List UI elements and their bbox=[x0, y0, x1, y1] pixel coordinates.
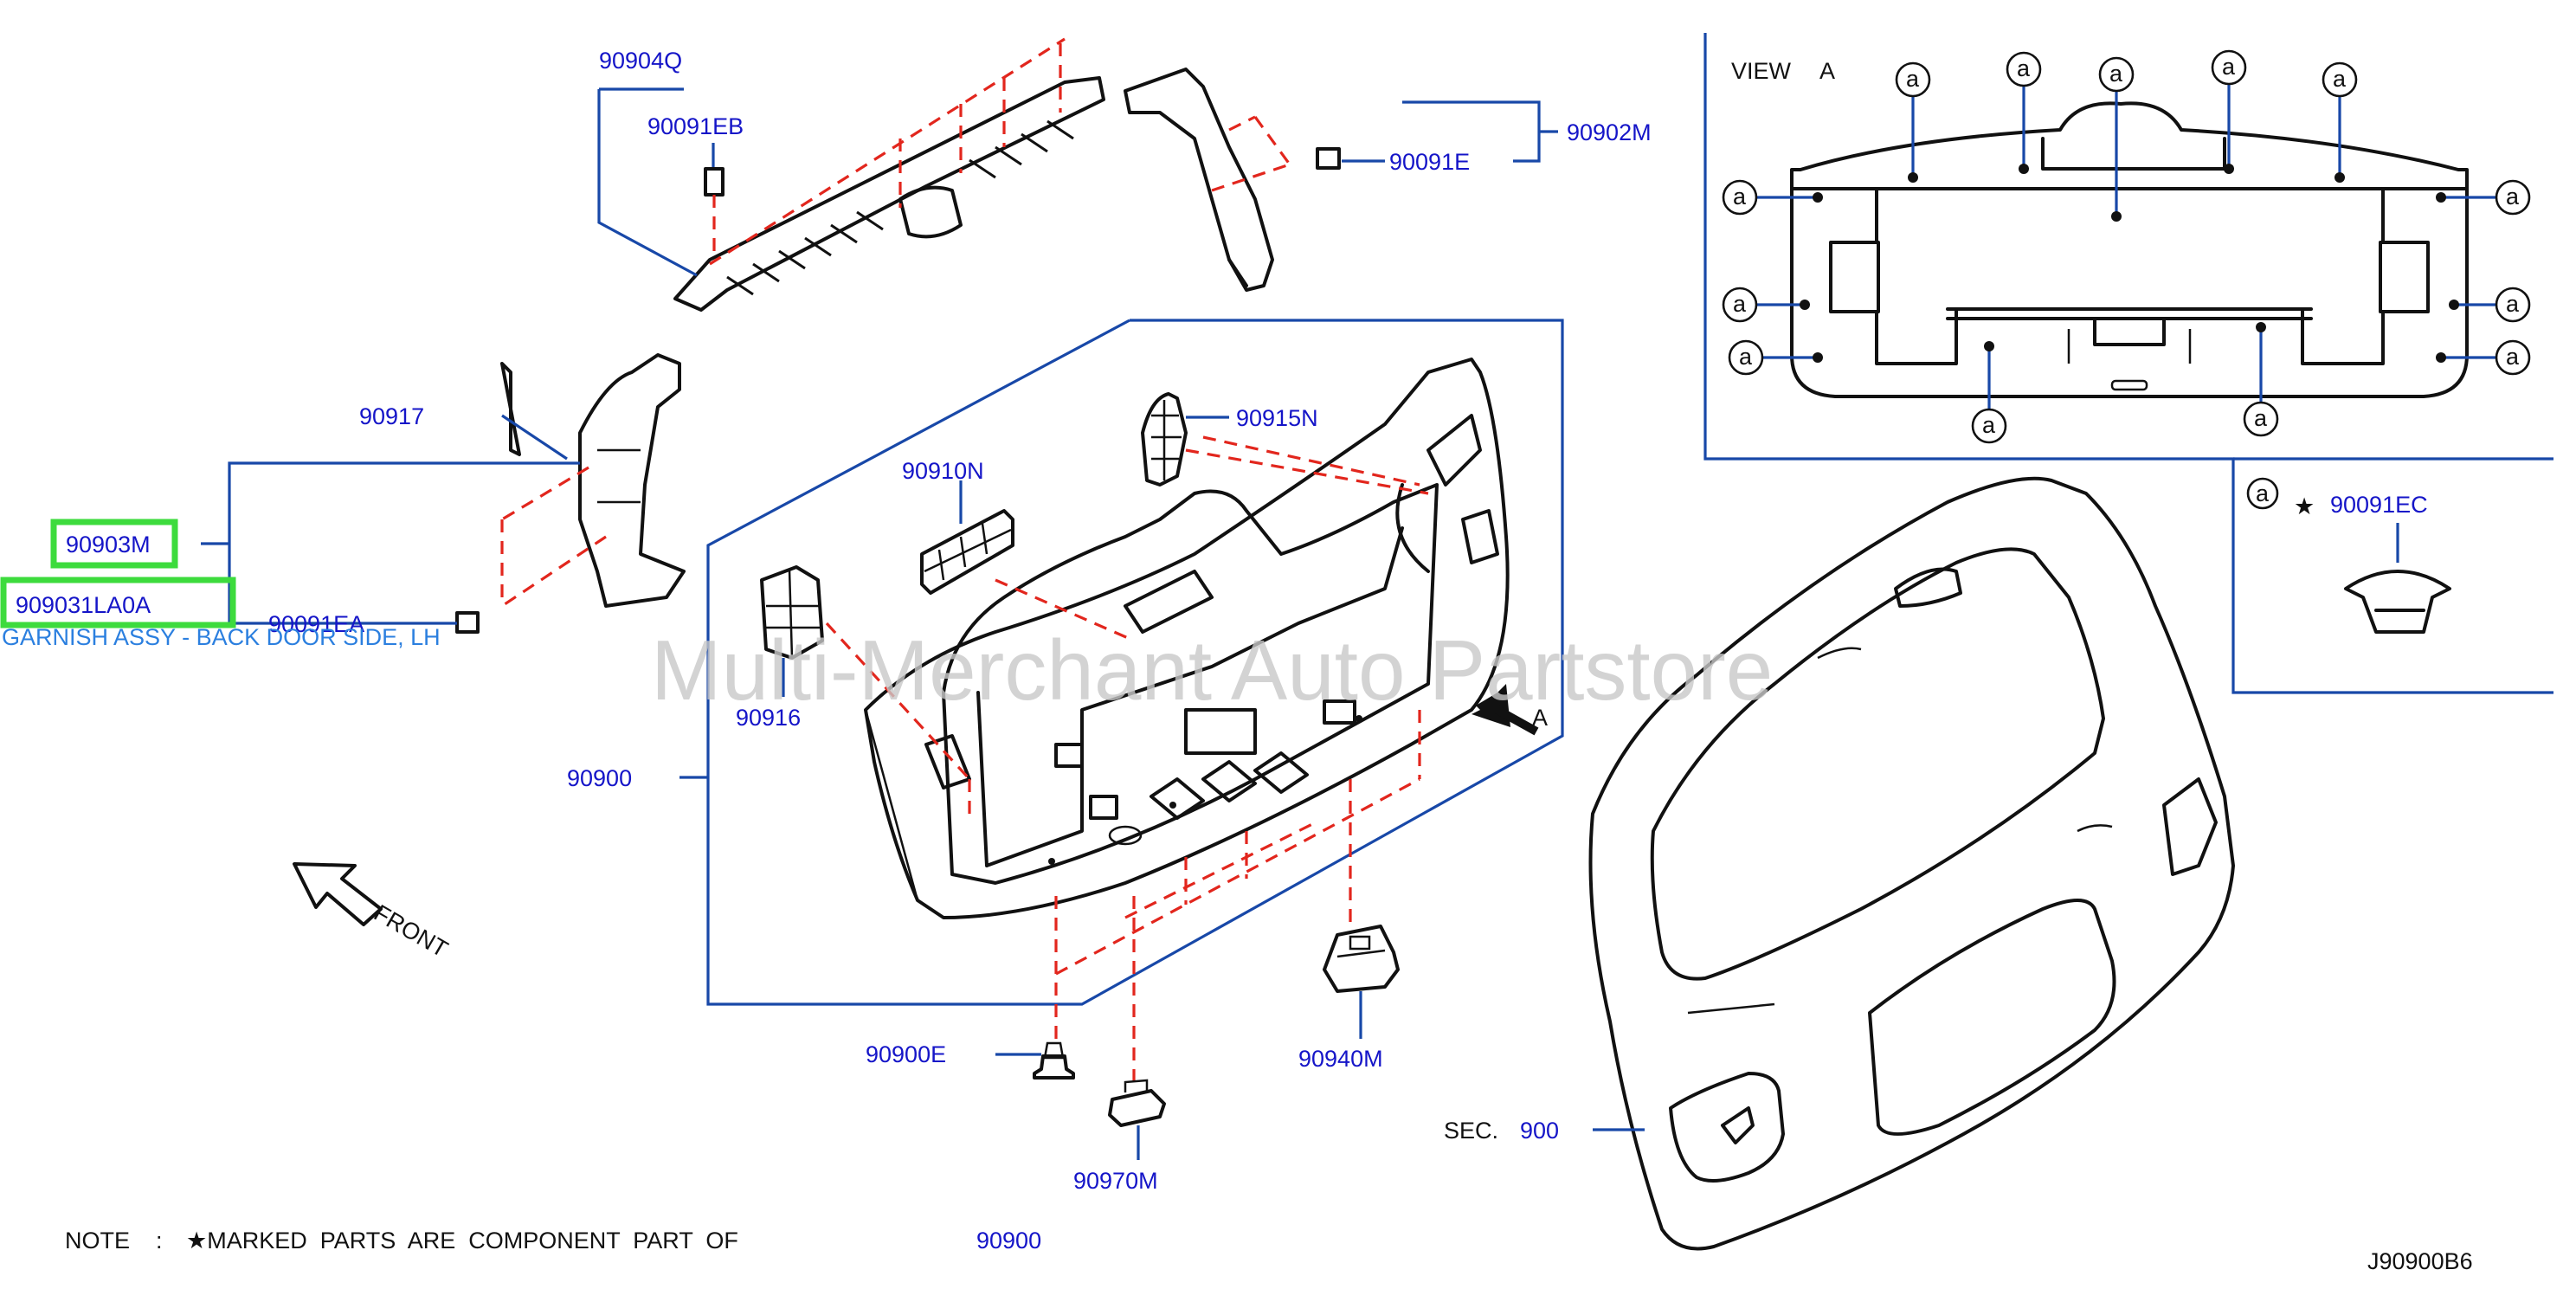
note-part[interactable]: 90900 bbox=[976, 1228, 1041, 1254]
note-prefix: NOTE bbox=[65, 1228, 130, 1254]
part-90900e-drawing bbox=[1033, 1041, 1075, 1080]
note-text: ★MARKED PARTS ARE COMPONENT PART OF bbox=[186, 1228, 738, 1254]
view-arrow-letter: A bbox=[1532, 705, 1548, 731]
clip-point bbox=[1813, 352, 1823, 363]
view-a-markers: a a a a a a a a a a a a a bbox=[1722, 49, 2531, 444]
clip-marker-letter: a bbox=[1739, 344, 1753, 370]
label-90915n: 90915N bbox=[1236, 405, 1318, 431]
clip-marker-letter: a bbox=[2254, 405, 2268, 431]
label-90916: 90916 bbox=[736, 705, 801, 731]
label-90970m: 90970M bbox=[1073, 1168, 1158, 1194]
part-description-909031la0a: GARNISH ASSY - BACK DOOR SIDE, LH bbox=[2, 624, 441, 650]
part-90970m-drawing bbox=[1108, 1079, 1166, 1127]
clip-point bbox=[2224, 164, 2234, 174]
label-90091ec: 90091EC bbox=[2330, 492, 2428, 518]
clip-point bbox=[1813, 192, 1823, 203]
label-90903m[interactable]: 90903M bbox=[66, 532, 151, 557]
clip-point bbox=[1908, 172, 1918, 183]
clip-point bbox=[2436, 352, 2446, 363]
part-90904q-drawing bbox=[673, 37, 1105, 312]
clip-marker-letter: a bbox=[2017, 55, 2031, 81]
sec-number[interactable]: 900 bbox=[1520, 1118, 1559, 1144]
label-90904q: 90904Q bbox=[599, 48, 682, 74]
clip-marker-letter: a bbox=[2506, 184, 2520, 209]
diagram-code: J90900B6 bbox=[2367, 1248, 2473, 1274]
clip-point bbox=[2256, 322, 2266, 332]
clip-marker-a: a bbox=[2436, 339, 2531, 376]
label-90900e: 90900E bbox=[866, 1041, 946, 1067]
star-mark: ★ bbox=[2294, 493, 2315, 519]
label-90902m: 90902M bbox=[1567, 119, 1652, 145]
clip-point bbox=[1800, 300, 1810, 310]
label-90900: 90900 bbox=[567, 765, 632, 791]
clip-point bbox=[2019, 164, 2029, 174]
clip-marker-a: a bbox=[2322, 61, 2358, 183]
frame-90900 bbox=[706, 319, 1564, 1006]
view-a-frame bbox=[1703, 33, 2553, 694]
assembly-dashed-lines-90900 bbox=[825, 435, 1429, 1091]
view-a-drawing bbox=[1790, 101, 2469, 398]
part-90903m-drawing bbox=[455, 353, 686, 634]
part-90940m-drawing bbox=[1323, 925, 1400, 993]
clip-marker-letter: a bbox=[2109, 61, 2123, 87]
leader-90904q bbox=[597, 89, 698, 277]
clip-point bbox=[1984, 341, 1994, 351]
clip-marker-letter: a bbox=[2333, 66, 2347, 92]
clip-marker-letter: a bbox=[1733, 291, 1747, 317]
clip-marker-letter: a bbox=[1733, 184, 1747, 209]
highlight-909031la0a bbox=[0, 577, 236, 628]
clip-point bbox=[2111, 211, 2122, 222]
clip-marker-a: a bbox=[1722, 287, 1810, 323]
note-colon: : bbox=[156, 1228, 163, 1254]
sec-label: SEC. bbox=[1444, 1118, 1498, 1144]
clip-marker-letter: a bbox=[2506, 344, 2520, 370]
label-909031la0a[interactable]: 909031LA0A bbox=[16, 592, 151, 618]
clip-marker-letter: a bbox=[2506, 291, 2520, 317]
clip-90091ec-detail: a ★ 90091EC bbox=[2246, 477, 2451, 634]
clip-marker-a: a bbox=[2098, 56, 2135, 222]
part-90900-drawing bbox=[864, 358, 1510, 919]
part-90902m-drawing bbox=[1124, 68, 1341, 292]
leader-90903m bbox=[228, 461, 580, 623]
clip-marker-letter: a bbox=[2222, 54, 2236, 80]
front-arrow bbox=[293, 862, 383, 926]
highlight-90903m bbox=[50, 519, 178, 569]
clip-marker-a: a bbox=[2436, 179, 2531, 216]
view-a-title: VIEW bbox=[1731, 58, 1792, 84]
label-90091ea: 90091EA bbox=[268, 611, 364, 637]
label-90091e: 90091E bbox=[1389, 149, 1470, 175]
clip-point bbox=[2436, 192, 2446, 203]
clip-marker-a: a bbox=[2211, 49, 2247, 174]
clip-marker-a: a bbox=[1728, 339, 1823, 376]
label-90917: 90917 bbox=[359, 403, 424, 429]
clip-point bbox=[2334, 172, 2345, 183]
clip-marker-a: a bbox=[2243, 322, 2279, 437]
clip-marker-a: a bbox=[1971, 341, 2007, 444]
back-door-panel-drawing bbox=[1588, 476, 2235, 1251]
label-90940m: 90940M bbox=[1298, 1046, 1383, 1072]
part-90910n-drawing bbox=[920, 509, 1014, 595]
clip-detail-marker: a bbox=[2256, 480, 2270, 506]
clip-marker-a: a bbox=[2006, 51, 2042, 174]
clip-marker-a: a bbox=[2449, 287, 2531, 323]
label-90091eb: 90091EB bbox=[647, 113, 744, 139]
label-90910n: 90910N bbox=[902, 458, 984, 484]
view-arrow-a bbox=[1472, 684, 1539, 736]
clip-marker-a: a bbox=[1895, 61, 1931, 183]
part-90915n-drawing bbox=[1141, 392, 1188, 487]
clip-marker-a: a bbox=[1722, 179, 1823, 216]
front-label: FRONT bbox=[370, 899, 453, 962]
clip-marker-letter: a bbox=[1982, 412, 1996, 438]
leader-90917 bbox=[501, 414, 568, 461]
clip-marker-letter: a bbox=[1906, 66, 1920, 92]
clip-point bbox=[2449, 300, 2459, 310]
part-90916-drawing bbox=[760, 565, 824, 660]
view-a-letter: A bbox=[1819, 58, 1835, 84]
watermark: Multi-Merchant Auto Partstore bbox=[651, 622, 1773, 718]
